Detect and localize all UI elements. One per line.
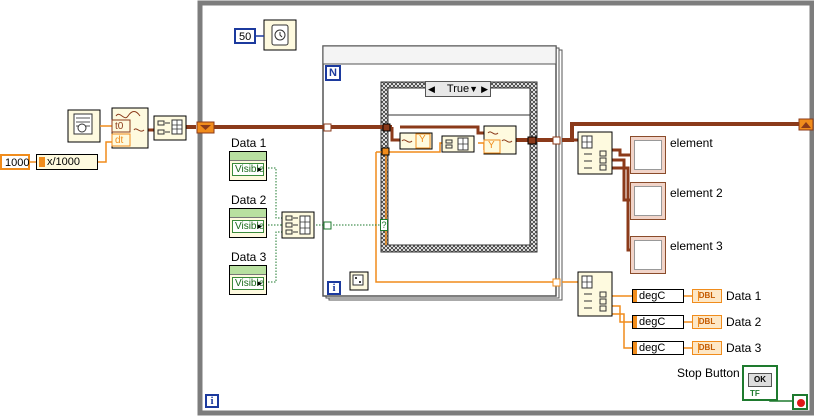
build-waveform-node[interactable] xyxy=(111,107,149,149)
divide-expression-node[interactable]: x/1000 xyxy=(36,154,98,170)
graph-screen xyxy=(634,186,662,216)
dt-label: dt xyxy=(115,135,124,146)
case-double-tunnel[interactable] xyxy=(381,147,390,156)
data-1-control-label: Data 1 xyxy=(231,136,267,150)
property-node-header xyxy=(230,152,266,161)
for-loop-bool-tunnel[interactable] xyxy=(323,221,332,230)
data-1-property-node[interactable]: Visible xyxy=(229,151,267,181)
get-y-label: Y xyxy=(419,134,426,145)
property-node-header xyxy=(230,209,266,218)
get-time-function[interactable] xyxy=(67,109,101,143)
case-selector-value: True xyxy=(446,83,470,95)
get-waveform-y-node[interactable] xyxy=(399,132,433,150)
index-array-node-waveforms[interactable] xyxy=(577,131,613,175)
while-loop-iteration-terminal[interactable]: i xyxy=(205,394,219,408)
for-loop-iteration-terminal[interactable]: i xyxy=(327,281,341,295)
data-1-indicator-label: Data 1 xyxy=(726,289,762,303)
for-loop-output-tunnel[interactable] xyxy=(552,136,561,145)
graph-element-label: element xyxy=(670,136,713,150)
timeout-constant[interactable]: 1000 xyxy=(0,154,30,170)
data-3-dbl-indicator[interactable]: DBL xyxy=(692,341,722,355)
waveform-graph-element[interactable] xyxy=(630,136,666,174)
while-loop-frame[interactable] xyxy=(197,0,814,416)
case-selector[interactable]: ◀ True ▼ ▶ xyxy=(425,81,491,97)
t0-label: t0 xyxy=(115,121,124,132)
for-loop-count-terminal[interactable]: N xyxy=(325,65,341,81)
wait-ms-function[interactable] xyxy=(263,19,297,51)
data-2-visible-property[interactable]: Visible xyxy=(232,220,264,233)
unit-convert-data-2[interactable]: degC xyxy=(632,315,684,329)
build-array-node-data[interactable] xyxy=(281,211,315,239)
data-1-visible-property[interactable]: Visible xyxy=(232,163,264,176)
stop-button-label: Stop Button xyxy=(677,366,740,380)
waveform-graph-element-2[interactable] xyxy=(630,182,666,220)
data-3-visible-property[interactable]: Visible xyxy=(232,277,264,290)
case-prev-arrow-icon[interactable]: ◀ xyxy=(428,84,435,94)
unit-convert-data-3[interactable]: degC xyxy=(632,341,684,355)
boolean-wires xyxy=(265,167,380,283)
build-array-node-case[interactable] xyxy=(441,135,475,153)
set-waveform-y-node[interactable] xyxy=(483,125,517,155)
data-3-control-label: Data 3 xyxy=(231,250,267,264)
data-3-property-node[interactable]: Visible xyxy=(229,265,267,295)
graph-screen xyxy=(634,140,662,170)
case-output-tunnel[interactable] xyxy=(527,136,537,145)
data-2-property-node[interactable]: Visible xyxy=(229,208,267,238)
shift-register-right[interactable] xyxy=(798,118,814,131)
set-y-label: Y xyxy=(488,140,495,151)
unit-convert-data-1[interactable]: degC xyxy=(632,289,684,303)
ok-button-face: OK xyxy=(748,373,772,387)
data-2-control-label: Data 2 xyxy=(231,193,267,207)
expression-input-tick xyxy=(39,157,45,167)
data-2-indicator-label: Data 2 xyxy=(726,315,762,329)
index-array-node-values[interactable] xyxy=(577,271,613,317)
graph-screen xyxy=(634,240,662,270)
waveform-graph-element-3[interactable] xyxy=(630,236,666,274)
property-node-header xyxy=(230,266,266,275)
stop-button-terminal[interactable]: OK TF xyxy=(742,365,778,401)
case-selector-terminal[interactable]: ? xyxy=(380,219,388,231)
case-input-tunnel[interactable] xyxy=(382,123,391,132)
waveform-wires xyxy=(148,122,802,252)
data-2-dbl-indicator[interactable]: DBL xyxy=(692,315,722,329)
build-array-node-left[interactable] xyxy=(153,115,187,141)
case-next-arrow-icon[interactable]: ▶ xyxy=(481,84,488,94)
stop-button-type-tag: TF xyxy=(750,389,760,398)
stop-icon xyxy=(797,399,805,407)
shift-register-left[interactable] xyxy=(196,121,215,134)
data-3-indicator-label: Data 3 xyxy=(726,341,762,355)
loop-condition-terminal[interactable] xyxy=(792,394,808,410)
wait-ms-constant[interactable]: 50 xyxy=(234,28,257,44)
random-number-icon[interactable] xyxy=(349,271,369,291)
for-loop-double-tunnel[interactable] xyxy=(552,278,561,287)
divide-expression-label: x/1000 xyxy=(47,156,81,168)
case-dropdown-icon[interactable]: ▼ xyxy=(469,84,478,94)
graph-element-3-label: element 3 xyxy=(670,239,723,253)
data-1-dbl-indicator[interactable]: DBL xyxy=(692,289,722,303)
graph-element-2-label: element 2 xyxy=(670,186,723,200)
for-loop-input-tunnel[interactable] xyxy=(323,123,332,132)
